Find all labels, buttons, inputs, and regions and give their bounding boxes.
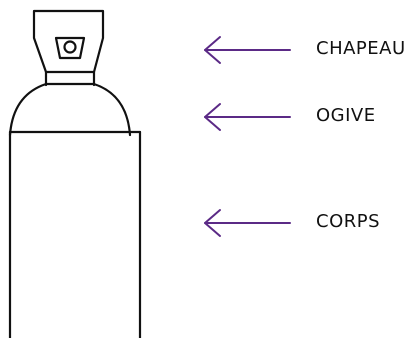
cylinder-body-outline [8,130,142,338]
arrow-chapeau-icon [204,36,291,64]
cylinder-ogive-outline [8,82,132,137]
cylinder-cap-valve [54,36,86,60]
arrow-corps-icon [204,209,291,237]
gas-cylinder-icon [8,9,142,338]
label-chapeau: CHAPEAU [316,38,406,59]
cylinder-cap-hole [63,40,77,54]
label-ogive: OGIVE [316,105,376,126]
cylinder-neck [44,70,96,87]
label-corps: CORPS [316,211,381,232]
arrow-ogive-icon [204,103,291,131]
